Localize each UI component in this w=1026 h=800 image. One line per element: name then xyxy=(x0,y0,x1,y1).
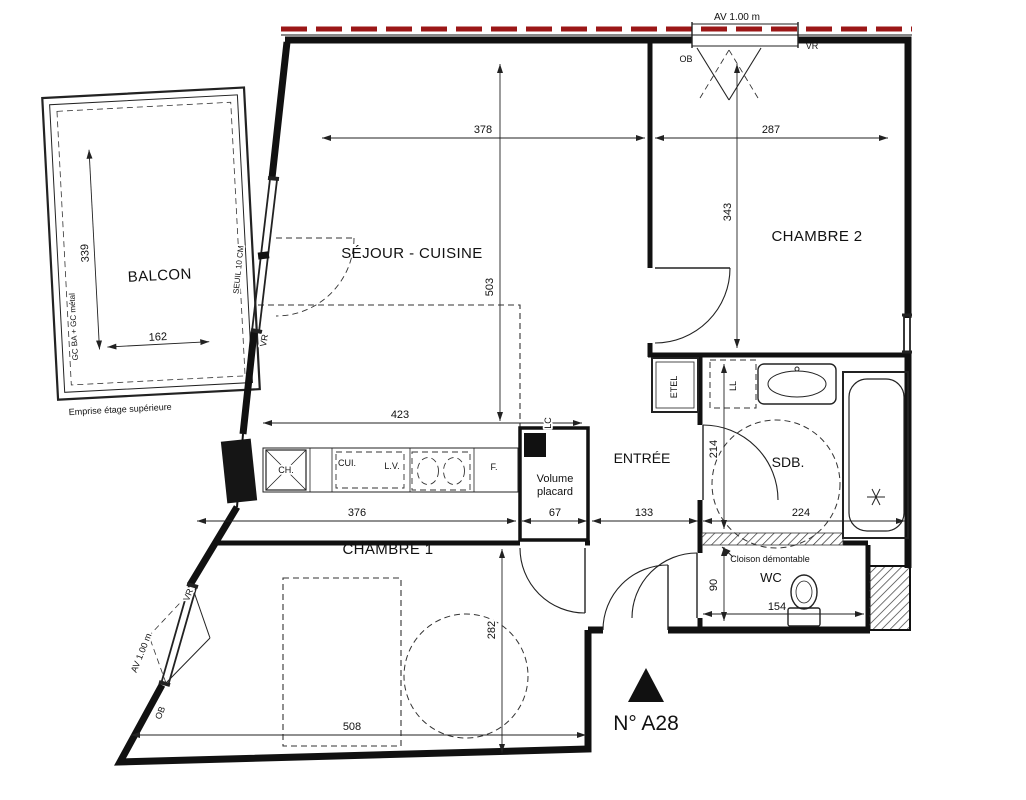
label-entree: ENTRÉE xyxy=(614,450,671,466)
dim-balcon-length: 339 xyxy=(79,244,92,263)
dim-wc-height: 90 xyxy=(708,579,720,591)
title-block: N° A28 xyxy=(613,668,679,735)
windows xyxy=(148,22,912,687)
dim-chambre1-bottom: 508 xyxy=(343,721,361,733)
dim-entree-width: 133 xyxy=(635,507,653,519)
label-sejour: SÉJOUR - CUISINE xyxy=(341,245,482,262)
hob-outline xyxy=(335,451,405,489)
dim-placard-width: 67 xyxy=(549,507,561,519)
label-emprise: Emprise étage supérieure xyxy=(68,402,171,417)
dim-chambre2-height: 343 xyxy=(722,203,734,221)
exterior-walls xyxy=(114,36,912,766)
doors xyxy=(275,237,779,631)
sdb-door xyxy=(702,424,779,501)
chambre1-door xyxy=(519,547,586,614)
label-chaudiere: CH. xyxy=(278,465,294,475)
dim-sejour-height: 503 xyxy=(484,278,496,296)
dim-wc-width: 154 xyxy=(768,601,786,613)
label-lave-linge: LL xyxy=(728,381,738,391)
label-cloison: Cloison démontable xyxy=(730,554,810,564)
label-lc: LC xyxy=(543,417,553,429)
label-wc: WC xyxy=(760,570,782,585)
label-placard-2: placard xyxy=(537,486,573,498)
kitchen-counter xyxy=(262,447,519,493)
etel-cabinet xyxy=(651,357,699,413)
label-vr-sejour: VR xyxy=(258,333,270,348)
label-chambre2: CHAMBRE 2 xyxy=(771,228,862,245)
chambre1-window xyxy=(148,582,211,687)
bathtub xyxy=(842,371,909,539)
removable-partition xyxy=(701,532,844,546)
label-lave-vaisselle: L.V. xyxy=(384,461,399,471)
interior-walls xyxy=(215,40,911,631)
dim-sejour-width: 378 xyxy=(474,124,492,136)
closet-block xyxy=(524,433,546,457)
sejour-window xyxy=(250,176,280,334)
room-labels: SÉJOUR - CUISINE CHAMBRE 2 CHAMBRE 1 ENT… xyxy=(341,228,862,587)
dashed-guides xyxy=(258,304,841,747)
dim-chambre2-width: 287 xyxy=(762,124,780,136)
closet-walls xyxy=(518,426,590,542)
label-frigo: F. xyxy=(490,462,497,472)
washer-outline xyxy=(709,359,757,409)
label-chambre1: CHAMBRE 1 xyxy=(342,541,433,558)
annotations: AV 1.00 m OB VR SEUIL 10 CM VR VR AV 1.0… xyxy=(127,12,819,723)
toilet xyxy=(787,574,821,627)
balcony: 339 162 BALCON GC BA + GC métal Emprise … xyxy=(41,86,261,417)
label-cuisson: CUI. xyxy=(338,458,356,468)
apartment-number: N° A28 xyxy=(613,712,679,735)
dim-balcon-width-line xyxy=(107,339,210,350)
sink-double-bowl xyxy=(411,451,471,491)
shaft-hatch xyxy=(867,565,911,631)
chambre2-window xyxy=(902,313,912,354)
balcony-door-swing xyxy=(275,237,355,317)
dim-balcon-length-line xyxy=(86,149,103,350)
dim-sdb-height: 214 xyxy=(708,440,720,458)
label-etel: ETEL xyxy=(669,376,679,399)
property-boundary-line xyxy=(281,26,912,36)
label-vr-top: VR xyxy=(806,41,819,51)
top-french-door xyxy=(691,22,799,101)
dim-chambre1-width: 376 xyxy=(348,507,366,519)
label-balcon: BALCON xyxy=(127,266,192,286)
label-seuil: SEUIL 10 CM xyxy=(231,245,245,295)
north-triangle-icon xyxy=(628,668,664,702)
label-av-chambre1: AV 1.00 m xyxy=(129,632,154,674)
cloison-arrow xyxy=(721,546,734,558)
chambre2-door xyxy=(654,267,731,344)
boiler-box xyxy=(265,449,307,491)
label-av-top: AV 1.00 m xyxy=(714,12,760,23)
dim-sdb-width: 224 xyxy=(792,507,810,519)
label-sdb: SDB. xyxy=(772,454,805,470)
kitchen-window-unit xyxy=(220,438,258,504)
entry-door xyxy=(602,564,669,631)
dim-cuisine-width: 423 xyxy=(391,409,409,421)
wc-door xyxy=(631,552,698,619)
washbasin xyxy=(757,363,837,405)
bathroom-fixtures xyxy=(757,363,909,627)
dimensions: 378 287 343 503 423 376 67 133 224 214 9… xyxy=(131,64,905,753)
dim-chambre1-height: 282 xyxy=(486,621,498,639)
dim-balcon-width: 162 xyxy=(148,331,167,344)
label-gc-rail: GC BA + GC métal xyxy=(68,293,81,361)
label-ob-top: OB xyxy=(679,54,692,64)
label-ob-chambre1: OB xyxy=(153,705,167,721)
label-placard-1: Volume xyxy=(537,473,574,485)
